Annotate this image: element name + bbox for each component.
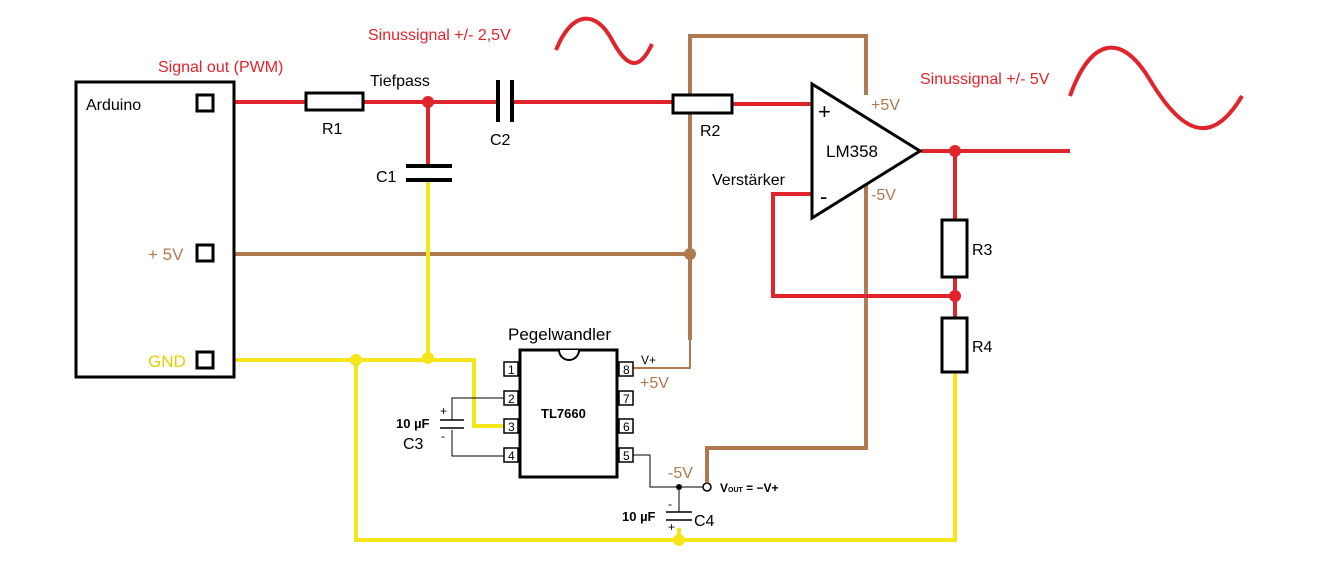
- c2-label: C2: [490, 132, 511, 149]
- resistor-r1: [304, 91, 365, 112]
- chip-tl7660: [518, 348, 619, 479]
- pin8-5v-label: +5V: [640, 375, 669, 392]
- resistor-r2: [671, 93, 734, 115]
- opamp-lm358: [810, 81, 923, 221]
- vout-terminal[interactable]: [702, 482, 712, 492]
- tiefpass-label: Tiefpass: [370, 73, 430, 90]
- c1-label: C1: [376, 169, 397, 186]
- pin-vplus-label: V+: [641, 353, 656, 367]
- c3-value: 10 µF: [396, 416, 430, 431]
- junction-feedback: [949, 290, 961, 302]
- junction-gnd-2: [422, 352, 434, 364]
- pin-4: 4: [508, 449, 515, 463]
- c4-plus: +: [668, 520, 675, 534]
- pin-7: 7: [623, 392, 630, 406]
- gnd-pin[interactable]: [195, 350, 215, 370]
- junction-output: [949, 145, 961, 157]
- sine-wave-large-icon: [1068, 45, 1244, 130]
- opamp-vminus-label: -5V: [871, 187, 896, 204]
- vout-minus5v-label: -5V: [668, 465, 693, 482]
- junction-tiefpass: [422, 96, 434, 108]
- verstaerker-label: Verstärker: [712, 172, 786, 189]
- r3-label: R3: [972, 242, 993, 259]
- sinus-large-label: Sinussignal +/- 5V: [920, 71, 1050, 88]
- pwm-pin[interactable]: [195, 93, 215, 113]
- opamp-vplus-label: +5V: [871, 97, 900, 114]
- pin-3: 3: [508, 420, 515, 434]
- vout-label: VOUT = −V+: [720, 481, 779, 495]
- pin-1: 1: [508, 363, 515, 377]
- pin-8: 8: [623, 363, 630, 377]
- capacitor-c4: [666, 511, 692, 521]
- resistor-r4: [940, 316, 969, 374]
- chip-left-pins: [503, 361, 519, 463]
- 5v-pin[interactable]: [195, 243, 215, 263]
- capacitor-c2: [496, 80, 514, 122]
- sinus-small-label: Sinussignal +/- 2,5V: [368, 27, 511, 44]
- c4-value: 10 µF: [622, 509, 656, 524]
- junction-gnd-1: [350, 354, 362, 366]
- resistor-r3: [940, 218, 969, 279]
- capacitor-c3: [440, 419, 464, 429]
- chip-label: TL7660: [541, 406, 586, 421]
- c4-minus: -: [668, 497, 672, 511]
- pin-2: 2: [508, 392, 515, 406]
- c3-plus: +: [440, 404, 447, 418]
- junction-gnd-3: [673, 534, 685, 546]
- junction-5v-rail: [684, 248, 696, 260]
- signal-out-label: Signal out (PWM): [158, 59, 283, 76]
- opamp-minus-sign: -: [820, 184, 827, 209]
- r2-label: R2: [700, 123, 721, 140]
- c3-label: C3: [403, 436, 424, 453]
- ground-wires: [208, 182, 957, 542]
- c3-minus: -: [441, 429, 445, 443]
- r4-label: R4: [972, 339, 993, 356]
- pin-6: 6: [623, 420, 630, 434]
- sine-wave-small-icon: [554, 16, 654, 65]
- c4-label: C4: [694, 513, 715, 530]
- arduino-label: Arduino: [86, 97, 141, 114]
- junction-vout: [676, 484, 682, 490]
- arduino-board: [74, 80, 236, 379]
- opamp-label: LM358: [826, 142, 878, 161]
- chip-right-pins: [618, 361, 634, 463]
- capacitor-c1: [406, 164, 452, 182]
- pegelwandler-label: Pegelwandler: [508, 325, 611, 344]
- pin-5: 5: [623, 449, 630, 463]
- supply-wires: [205, 34, 868, 482]
- r1-label: R1: [322, 121, 343, 138]
- gnd-pin-label: GND: [148, 352, 186, 371]
- opamp-plus-sign: +: [818, 99, 831, 124]
- chip-notch: [558, 349, 580, 361]
- plus5v-pin-label: + 5V: [148, 245, 184, 264]
